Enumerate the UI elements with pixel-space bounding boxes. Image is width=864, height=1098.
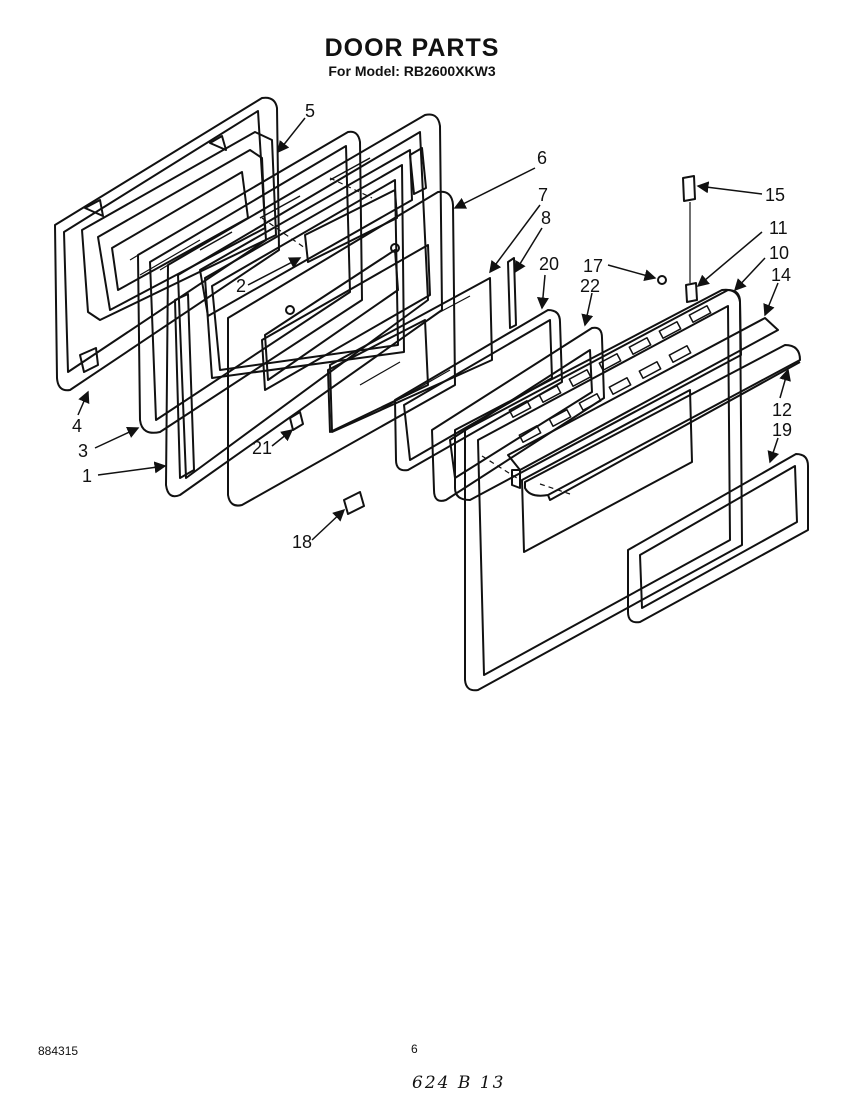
callout-14: 14 xyxy=(771,265,791,285)
callout-7: 7 xyxy=(538,185,548,205)
callout-2: 2 xyxy=(236,276,246,296)
callout-10: 10 xyxy=(769,243,789,263)
callout-22: 22 xyxy=(580,276,600,296)
part-14-vent-trim xyxy=(507,317,779,489)
callout-3: 3 xyxy=(78,441,88,461)
alignment-lines xyxy=(261,177,571,495)
part-19-window-trim xyxy=(627,453,809,624)
page-title: DOOR PARTS xyxy=(324,34,500,62)
handwritten-note: 624 B 13 xyxy=(412,1073,506,1093)
part-20-gasket xyxy=(394,309,563,472)
part-22-spacer xyxy=(431,326,605,502)
outer-door-panel xyxy=(464,289,743,692)
callout-1: 1 xyxy=(82,466,92,486)
part-1-inner-liner xyxy=(165,113,443,498)
model-subtitle: For Model: RB2600XKW3 xyxy=(328,63,496,79)
callout-4: 4 xyxy=(72,416,82,436)
callout-11: 11 xyxy=(769,218,788,238)
leader-lines xyxy=(77,117,791,541)
callout-19: 19 xyxy=(772,420,792,440)
part-2-door-frame xyxy=(199,149,413,381)
page-number: 6 xyxy=(411,1042,418,1056)
callout-15: 15 xyxy=(765,185,785,205)
callout-21: 21 xyxy=(252,438,272,458)
callout-12: 12 xyxy=(772,400,792,420)
callout-labels: 5 6 7 8 20 22 17 15 11 10 14 2 4 3 1 21 … xyxy=(72,101,792,552)
part-11-hinge xyxy=(685,202,698,303)
part-8-bracket xyxy=(507,257,517,329)
callout-17: 17 xyxy=(583,256,603,276)
part-12-handle xyxy=(524,344,801,501)
callout-20: 20 xyxy=(539,254,559,274)
part-18-insert xyxy=(343,491,365,515)
callout-6: 6 xyxy=(537,148,547,168)
part-7-glass xyxy=(329,277,493,433)
part-6-outer-panel xyxy=(227,190,456,507)
callout-18: 18 xyxy=(292,532,312,552)
document-number: 884315 xyxy=(38,1044,79,1058)
part-17-screw xyxy=(657,275,667,285)
callout-8: 8 xyxy=(541,208,551,228)
part-15-clip xyxy=(682,175,696,202)
callout-5: 5 xyxy=(305,101,315,121)
part-21-clip xyxy=(289,411,304,431)
part-3-gasket xyxy=(137,130,363,434)
